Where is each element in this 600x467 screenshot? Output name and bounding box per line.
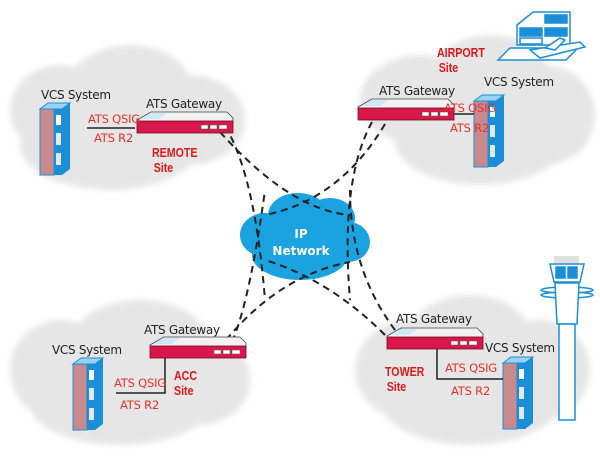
remote-site-title: REMOTE — [152, 146, 198, 160]
tower-site-suffix: Site — [386, 380, 407, 394]
airport-gateway-label: ATS Gateway — [379, 84, 455, 98]
link-remote-b — [219, 131, 351, 216]
link-remote-a — [224, 125, 266, 301]
acc-vcs-label: VCS System — [52, 343, 122, 357]
acc-gateway-label: ATS Gateway — [144, 323, 220, 337]
tower-link-bottom-label: ATS R2 — [451, 384, 491, 398]
airport-vcs-label: VCS System — [484, 75, 554, 89]
link-tower-a — [264, 259, 386, 336]
tower-link-top-label: ATS QSIG — [445, 361, 498, 375]
acc-vcs-server-icon — [72, 357, 104, 431]
tower-vcs-server-icon — [502, 356, 534, 430]
acc-link-top-label: ATS QSIG — [114, 376, 167, 390]
remote-site-suffix: Site — [153, 161, 174, 175]
dashed-links — [219, 121, 396, 343]
ip-network-line1: IP — [294, 227, 308, 241]
remote-link-bottom-label: ATS R2 — [94, 131, 134, 145]
airport-terminal-icon — [496, 11, 587, 61]
tower-link-line — [436, 349, 503, 380]
airport-link-bottom-label: ATS R2 — [450, 121, 490, 135]
remote-site-name: REMOTE Site — [152, 146, 197, 176]
tower-vcs-label: VCS System — [485, 341, 555, 355]
link-acc-b — [225, 261, 351, 341]
tower-site-title: TOWER — [385, 365, 425, 379]
acc-site-title: ACC — [174, 369, 198, 383]
acc-gateway-icon — [149, 336, 247, 359]
tower-site-name: TOWER Site — [385, 365, 424, 395]
acc-site-name: ACC Site — [174, 369, 197, 399]
link-acc-a — [231, 189, 266, 343]
acc-site-cloud — [10, 300, 250, 445]
control-tower-icon — [540, 256, 594, 421]
link-airport-b — [264, 123, 386, 216]
link-tower-b — [349, 189, 396, 331]
remote-gateway-icon — [136, 111, 234, 134]
airport-site-name: AIRPORT Site — [437, 46, 485, 76]
airport-site-suffix: Site — [438, 61, 459, 75]
acc-link-line — [116, 355, 166, 394]
remote-vcs-label: VCS System — [41, 88, 111, 102]
acc-site-suffix: Site — [174, 384, 194, 398]
remote-vcs-server-icon — [39, 102, 71, 176]
airport-gateway-icon — [357, 98, 455, 121]
tower-gateway-icon — [386, 327, 484, 350]
remote-link-top-label: ATS QSIG — [88, 112, 141, 126]
ip-network-line2: Network — [272, 244, 330, 258]
ip-network-label: IP Network — [272, 226, 330, 260]
airport-site-title: AIRPORT — [437, 46, 485, 60]
acc-link-bottom-label: ATS R2 — [120, 398, 160, 412]
remote-gateway-label: ATS Gateway — [146, 97, 222, 111]
airport-link-top-label: ATS QSIG — [444, 101, 497, 115]
tower-gateway-label: ATS Gateway — [396, 312, 472, 326]
